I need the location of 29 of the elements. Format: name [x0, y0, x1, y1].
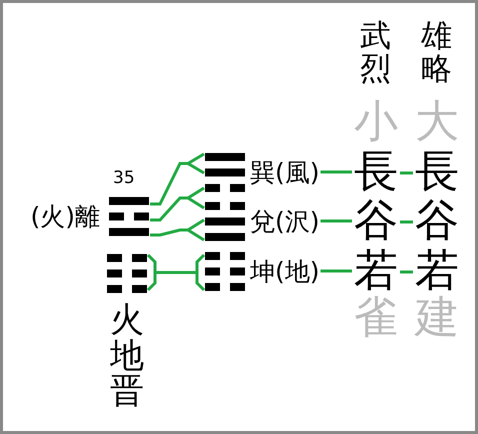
name-character: 大 — [414, 100, 460, 144]
name-character: 長 — [353, 150, 399, 196]
hexagram-number: 35 — [113, 170, 135, 187]
name-character: 若 — [414, 249, 460, 295]
connector-line — [320, 220, 352, 222]
column-header: 武烈 — [360, 20, 391, 86]
connector-line — [320, 270, 352, 272]
name-character: 建 — [414, 296, 460, 340]
name-character: 小 — [353, 100, 399, 144]
branch-line — [148, 218, 206, 242]
trigram-name: 兌(沢) — [250, 208, 320, 234]
name-character: 雀 — [353, 296, 399, 340]
connector-line — [400, 220, 413, 224]
connector-line — [400, 270, 413, 274]
column-header: 雄略 — [421, 20, 452, 86]
bracket-line — [146, 254, 206, 292]
connector-line — [400, 172, 413, 174]
trigram-name: 坤(地) — [250, 258, 320, 284]
branch-line — [148, 186, 206, 222]
hexagram-name: 火地晋 — [110, 303, 144, 410]
trigram-name: 巽(風) — [250, 160, 320, 184]
name-character: 谷 — [353, 199, 399, 245]
trigram-name: (火)離 — [30, 204, 100, 228]
name-character: 若 — [353, 249, 399, 295]
trigram-icon — [106, 253, 148, 293]
name-character: 長 — [414, 150, 460, 196]
connector-line — [320, 170, 352, 174]
name-character: 谷 — [414, 199, 460, 245]
branch-line — [148, 152, 206, 206]
